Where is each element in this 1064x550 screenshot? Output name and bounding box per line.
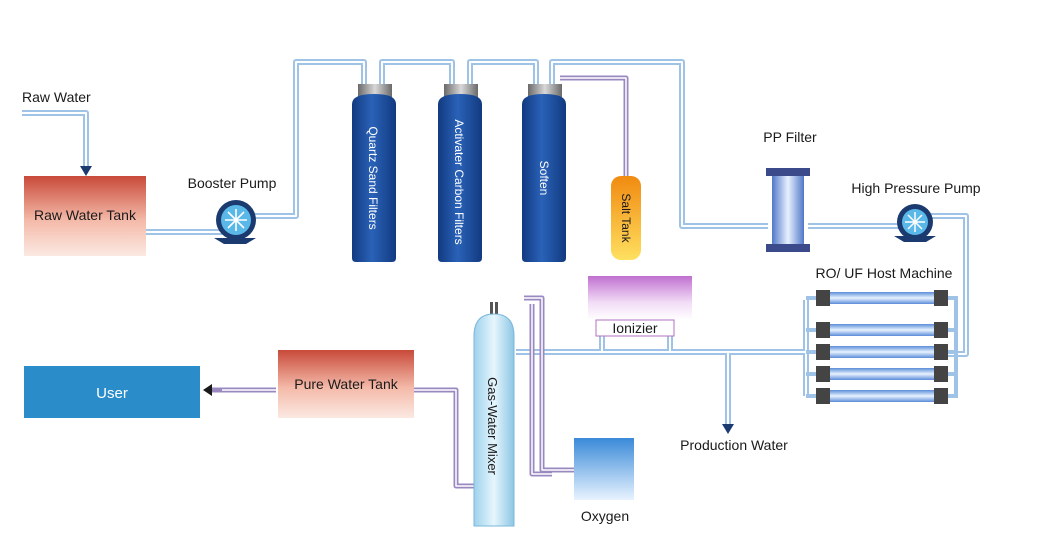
quartz-sand-filter-vessel	[352, 84, 396, 262]
oxygen-label: Oxygen	[581, 508, 629, 524]
ro-uf-host-machine-label: RO/ UF Host Machine	[816, 265, 953, 281]
user-label: User	[96, 385, 128, 402]
pp-filter	[766, 168, 810, 252]
pipe-soften-to-pp	[549, 59, 768, 229]
ro-membrane-tube-2	[816, 322, 948, 338]
raw-water-tank	[24, 176, 146, 256]
salt-tank	[611, 176, 641, 260]
ionizier-unit	[588, 276, 692, 337]
ro-membrane-tube-1	[816, 290, 948, 306]
high-pressure-pump-icon	[894, 204, 936, 242]
pipe-carbon-to-soften	[467, 59, 539, 86]
quartz-sand-filters-label: Quartz Sand Filters	[366, 126, 380, 229]
ro-membrane-tube-3	[816, 344, 948, 360]
pure-water-tank	[278, 350, 414, 418]
pipe-mixer-to-pure-tank	[414, 387, 474, 489]
booster-pump-label: Booster Pump	[188, 175, 277, 191]
arrow-production-water	[722, 424, 734, 434]
ro-membrane-tube-5	[816, 388, 948, 404]
pipe-quartz-to-carbon	[379, 59, 455, 86]
soften-label: Soften	[537, 161, 551, 196]
salt-tank-label: Salt Tank	[619, 193, 633, 243]
gas-water-mixer	[473, 302, 515, 527]
pipe-salt-to-soften	[560, 75, 629, 176]
gas-water-mixer-label: Gas-Water Mixer	[485, 377, 500, 475]
oxygen-tank	[574, 438, 634, 500]
user-box	[24, 366, 200, 418]
raw-water-label: Raw Water	[22, 89, 91, 105]
ro-membrane-tube-4	[816, 366, 948, 382]
ionizier-label: Ionizier	[612, 320, 657, 336]
ro-uf-host-machine	[806, 290, 958, 404]
labels: Raw Water Raw Water Tank Booster Pump Qu…	[22, 89, 981, 524]
production-water-label: Production Water	[680, 437, 788, 453]
pipe-pump-to-filters	[252, 59, 367, 219]
high-pressure-pump-label: High Pressure Pump	[851, 180, 980, 196]
activated-carbon-filters-label: Activater Carbon Filters	[452, 119, 466, 244]
arrow-user	[203, 384, 212, 396]
pure-water-tank-label: Pure Water Tank	[294, 376, 398, 392]
raw-water-tank-label: Raw Water Tank	[34, 207, 137, 223]
pp-filter-label: PP Filter	[763, 129, 817, 145]
pipe-raw-water-in	[22, 110, 89, 166]
booster-pump-icon	[214, 200, 256, 244]
arrow-raw-water	[80, 166, 92, 176]
softener-vessel	[522, 84, 566, 262]
activated-carbon-filter-vessel	[438, 84, 482, 262]
